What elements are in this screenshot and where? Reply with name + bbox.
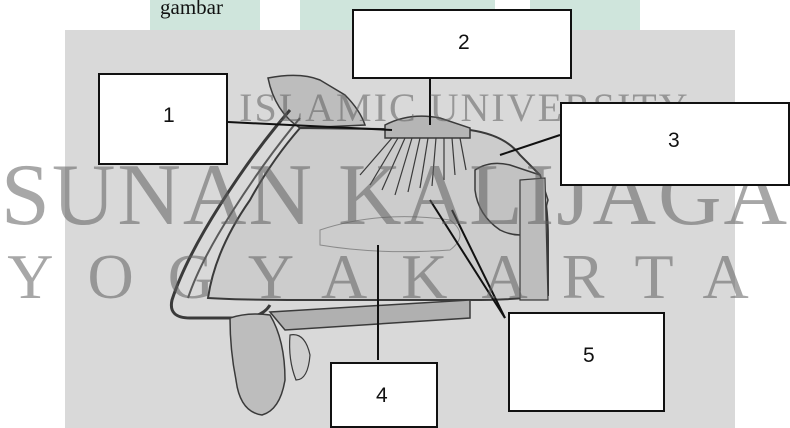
- label-box-5: 5: [508, 312, 665, 412]
- label-box-4: 4: [330, 362, 438, 428]
- label-number-5: 5: [583, 344, 595, 368]
- label-number-2: 2: [458, 31, 470, 55]
- label-box-3: 3: [560, 102, 790, 186]
- posterior-wall: [520, 178, 548, 300]
- label-number-3: 3: [668, 129, 680, 153]
- label-number-4: 4: [376, 384, 388, 408]
- label-number-1: 1: [163, 104, 175, 128]
- label-box-1: 1: [98, 73, 228, 165]
- label-box-2: 2: [352, 9, 572, 79]
